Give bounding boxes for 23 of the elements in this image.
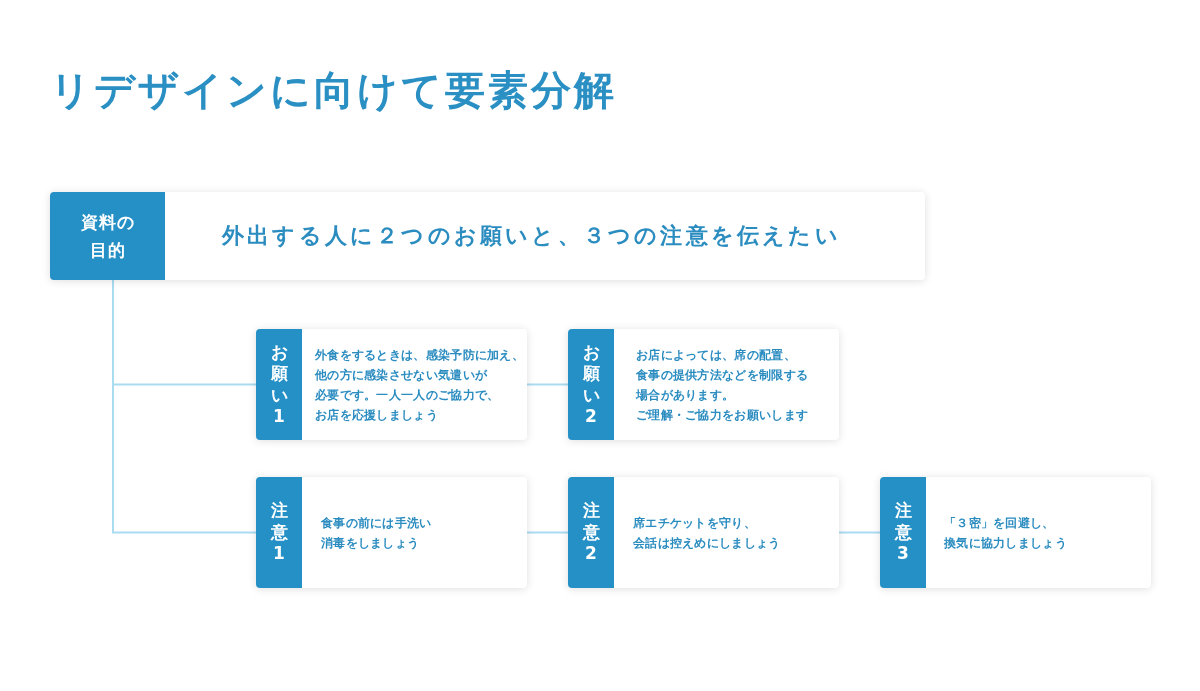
card-text: ご理解・ご協力をお願いします xyxy=(636,406,810,424)
headline-text: 外出する人に２つのお願いと、３つの注意を伝えたい xyxy=(222,222,841,250)
purpose-card xyxy=(50,192,925,280)
connector-line xyxy=(526,531,569,534)
card-text: お店によっては、席の配置、食事の提供方法などを制限する場合があります。 xyxy=(636,346,810,404)
info-card xyxy=(568,329,839,440)
card-text: 「３密」を回避し、換気に協力しましょう xyxy=(944,514,1068,552)
info-card xyxy=(880,477,1151,588)
connector-line xyxy=(838,531,881,534)
header-tab: 注意2 xyxy=(568,477,614,588)
info-card xyxy=(568,477,839,588)
header-tab: 資料の目的 xyxy=(50,192,165,280)
card-text: 食事の前には手洗い消毒をしましょう xyxy=(321,514,433,552)
connector-line xyxy=(526,383,569,386)
header-tab: お願い1 xyxy=(256,329,302,440)
card-text: 外食をするときは、感染予防に加え、他の方に感染させない気遣いが必要です。一人一人のご協力で、お店を応援しましょう xyxy=(315,346,526,424)
header-tab: 注意3 xyxy=(880,477,926,588)
header-tab: 注意1 xyxy=(256,477,302,588)
header-tab: お願い2 xyxy=(568,329,614,440)
info-card xyxy=(256,329,527,440)
page-title: リデザインに向けて要素分解 xyxy=(50,66,617,114)
info-card xyxy=(256,477,527,588)
card-text: 席エチケットを守り、会話は控えめにしましょう xyxy=(633,514,782,552)
